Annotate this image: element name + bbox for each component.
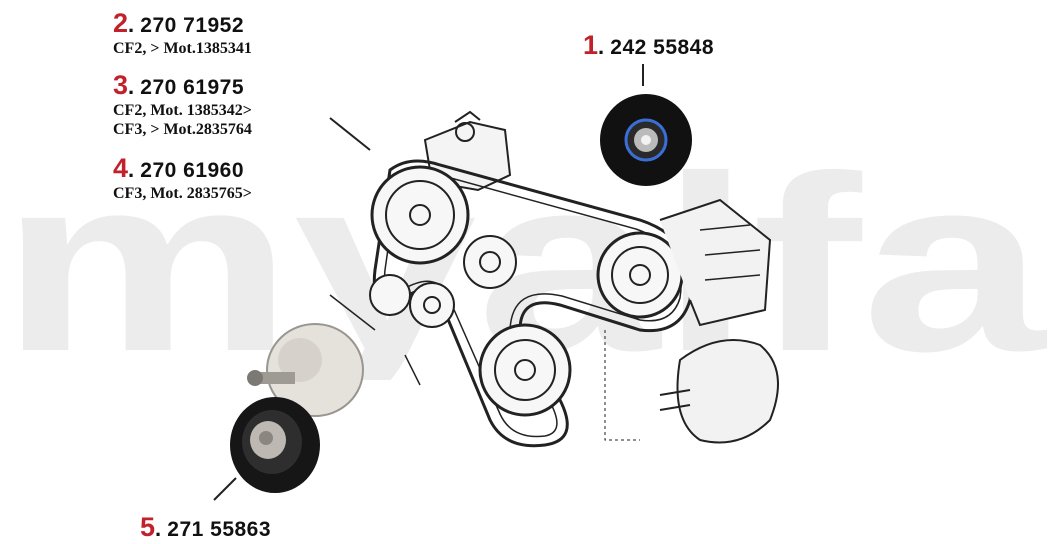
part-4-note-1: CF3, Mot. 2835765>: [113, 185, 252, 202]
part-2-code: 270 71952: [140, 14, 245, 37]
part-1-number: 1: [583, 30, 599, 60]
pump-pulley: [370, 165, 470, 265]
leader-line-5: [213, 477, 237, 501]
ac-compressor-pulley: [596, 231, 684, 319]
part-5-number: 5: [140, 512, 156, 542]
idler-pulley: [463, 235, 517, 289]
part-3-code: 270 61975: [140, 76, 245, 99]
part-2-note-1: CF2, > Mot.1385341: [113, 40, 252, 57]
part-5-code: 271 55863: [167, 518, 272, 541]
leader-line-3: [329, 117, 371, 151]
part-1-code: 242 55848: [610, 36, 715, 59]
part-3-note-2: CF3, > Mot.2835764: [113, 121, 252, 138]
part-4-code: 270 61960: [140, 159, 245, 182]
part-3-number: 3: [113, 70, 129, 100]
part-4-number: 4: [113, 153, 129, 183]
part-3-note-1: CF2, Mot. 1385342>: [113, 102, 252, 119]
part-3-label: 3. 270 61975 CF2, Mot. 1385342> CF3, > M…: [113, 70, 252, 138]
crankshaft-pulley: [478, 323, 572, 417]
pulley-part-1-image: [600, 94, 692, 186]
part-4-label: 4. 270 61960 CF3, Mot. 2835765>: [113, 153, 252, 202]
part-1-label: 1. 242 55848: [583, 30, 715, 60]
ac-compressor: [659, 198, 772, 327]
tensioner-assembly: [369, 274, 455, 328]
part-2-label: 2. 270 71952 CF2, > Mot.1385341: [113, 8, 252, 57]
tensioner-part-5-image: [230, 323, 364, 493]
alternator: [604, 330, 779, 444]
part-2-number: 2: [113, 8, 129, 38]
part-5-label: 5. 271 55863: [140, 512, 272, 542]
